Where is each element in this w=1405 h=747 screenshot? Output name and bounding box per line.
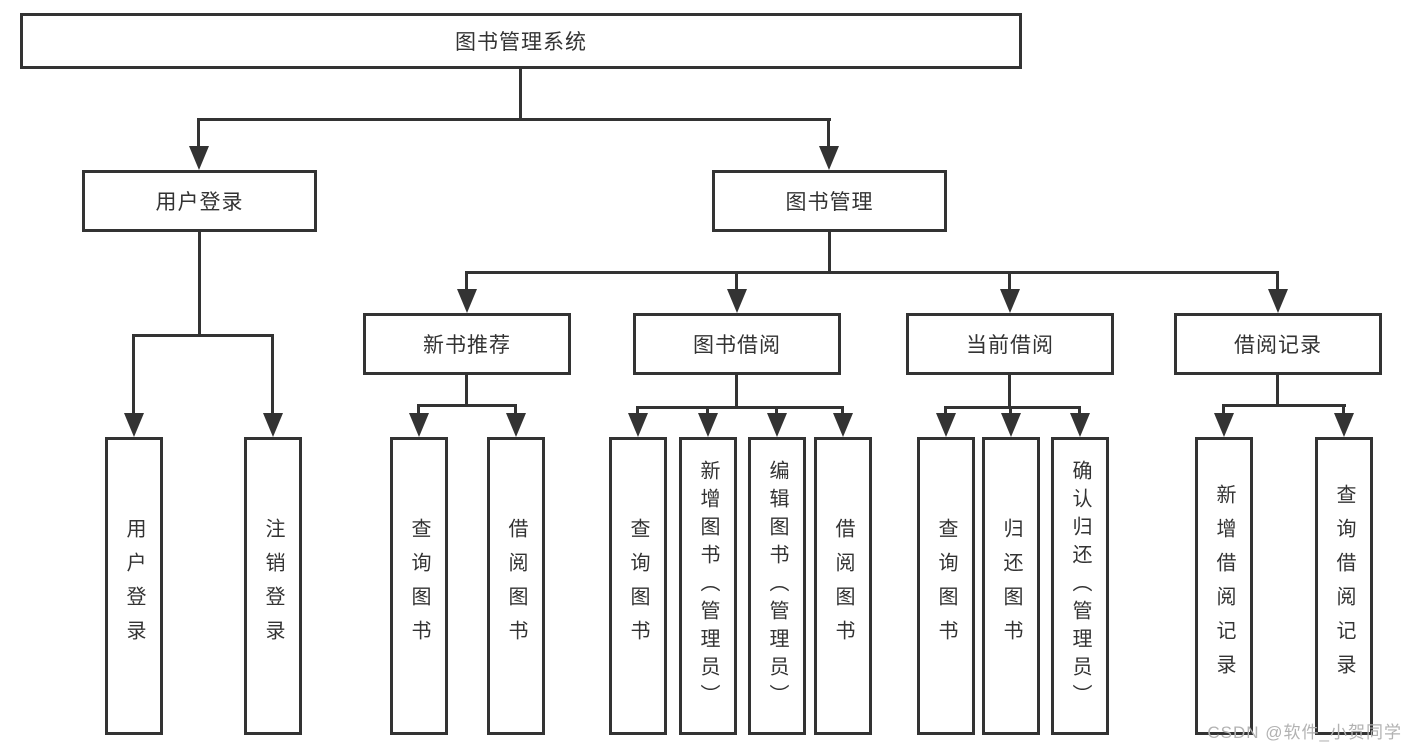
arrowhead-down-icon — [727, 289, 747, 313]
connector-line — [827, 118, 830, 148]
connector-line — [197, 118, 200, 148]
leaf-label: 用户登录 — [123, 518, 145, 654]
leaf-confirm-return-admin: 确认归还（管理员） — [1051, 437, 1109, 735]
leaf-return-books: 归还图书 — [982, 437, 1040, 735]
leaf-add-borrow-record: 新增借阅记录 — [1195, 437, 1253, 735]
arrowhead-down-icon — [1070, 413, 1090, 437]
connector-line — [775, 406, 778, 415]
leaf-label: 确认归还（管理员） — [1069, 460, 1091, 712]
leaf-query-books-recommend: 查询图书 — [390, 437, 448, 735]
node-label: 图书管理系统 — [455, 31, 587, 54]
connector-line — [735, 271, 738, 291]
connector-line — [132, 334, 135, 415]
node-book-management: 图书管理 — [712, 170, 947, 232]
arrowhead-down-icon — [628, 413, 648, 437]
leaf-user-login: 用户登录 — [105, 437, 163, 735]
connector-line — [417, 404, 420, 415]
node-book-borrow: 图书借阅 — [633, 313, 841, 375]
arrowhead-down-icon — [936, 413, 956, 437]
connector-line — [132, 334, 274, 337]
leaf-label: 新增借阅记录 — [1213, 484, 1235, 688]
leaf-label: 查询图书 — [408, 518, 430, 654]
arrowhead-down-icon — [1334, 413, 1354, 437]
connector-line — [636, 406, 639, 415]
arrowhead-down-icon — [819, 146, 839, 170]
leaf-label: 编辑图书（管理员） — [766, 460, 788, 712]
arrowhead-down-icon — [1001, 413, 1021, 437]
leaf-edit-book-admin: 编辑图书（管理员） — [748, 437, 806, 735]
leaf-logout-login: 注销登录 — [244, 437, 302, 735]
arrowhead-down-icon — [1000, 289, 1020, 313]
node-new-book-recommend: 新书推荐 — [363, 313, 571, 375]
node-library-system: 图书管理系统 — [20, 13, 1022, 69]
arrowhead-down-icon — [506, 413, 526, 437]
arrowhead-down-icon — [767, 413, 787, 437]
connector-line — [197, 118, 831, 121]
leaf-add-book-admin: 新增图书（管理员） — [679, 437, 737, 735]
connector-line — [465, 271, 468, 291]
node-label: 用户登录 — [155, 191, 244, 214]
connector-line — [1009, 406, 1012, 415]
node-label: 当前借阅 — [966, 334, 1054, 357]
connector-line — [1276, 375, 1279, 407]
leaf-label: 查询图书 — [935, 518, 957, 654]
arrowhead-down-icon — [189, 146, 209, 170]
leaf-label: 注销登录 — [262, 518, 284, 654]
arrowhead-down-icon — [833, 413, 853, 437]
connector-line — [636, 406, 844, 409]
csdn-watermark: CSDN @软件_小贺同学 — [1207, 723, 1402, 742]
arrowhead-down-icon — [409, 413, 429, 437]
leaf-query-borrow-record: 查询借阅记录 — [1315, 437, 1373, 735]
connector-line — [1276, 271, 1279, 291]
connector-line — [1078, 406, 1081, 415]
arrowhead-down-icon — [1268, 289, 1288, 313]
connector-line — [828, 232, 831, 272]
node-current-borrow: 当前借阅 — [906, 313, 1114, 375]
connector-line — [271, 334, 274, 415]
arrowhead-down-icon — [124, 413, 144, 437]
leaf-label: 借阅图书 — [505, 518, 527, 654]
leaf-label: 归还图书 — [1000, 518, 1022, 654]
connector-line — [198, 232, 201, 337]
connector-line — [514, 404, 517, 415]
arrowhead-down-icon — [263, 413, 283, 437]
leaf-label: 新增图书（管理员） — [697, 460, 719, 712]
connector-line — [465, 271, 1279, 274]
node-label: 图书管理 — [785, 191, 874, 214]
connector-line — [465, 375, 468, 407]
node-user-login: 用户登录 — [82, 170, 317, 232]
connector-line — [1222, 404, 1225, 415]
node-label: 新书推荐 — [423, 334, 511, 357]
leaf-label: 查询借阅记录 — [1333, 484, 1355, 688]
connector-line — [1008, 375, 1011, 409]
arrowhead-down-icon — [1214, 413, 1234, 437]
connector-line — [944, 406, 947, 415]
connector-line — [706, 406, 709, 415]
connector-line — [1342, 404, 1345, 415]
node-label: 图书借阅 — [693, 334, 781, 357]
connector-line — [944, 406, 1081, 409]
connector-line — [417, 404, 517, 407]
connector-line — [735, 375, 738, 409]
connector-line — [1008, 271, 1011, 291]
leaf-label: 借阅图书 — [832, 518, 854, 654]
leaf-borrow-books-borrow: 借阅图书 — [814, 437, 872, 735]
node-label: 借阅记录 — [1234, 334, 1322, 357]
arrowhead-down-icon — [698, 413, 718, 437]
leaf-borrow-books-recommend: 借阅图书 — [487, 437, 545, 735]
arrowhead-down-icon — [457, 289, 477, 313]
connector-line — [519, 69, 522, 121]
connector-line — [841, 406, 844, 415]
node-borrow-records: 借阅记录 — [1174, 313, 1382, 375]
leaf-query-books-borrow: 查询图书 — [609, 437, 667, 735]
connector-line — [1222, 404, 1346, 407]
leaf-label: 查询图书 — [627, 518, 649, 654]
leaf-query-books-current: 查询图书 — [917, 437, 975, 735]
